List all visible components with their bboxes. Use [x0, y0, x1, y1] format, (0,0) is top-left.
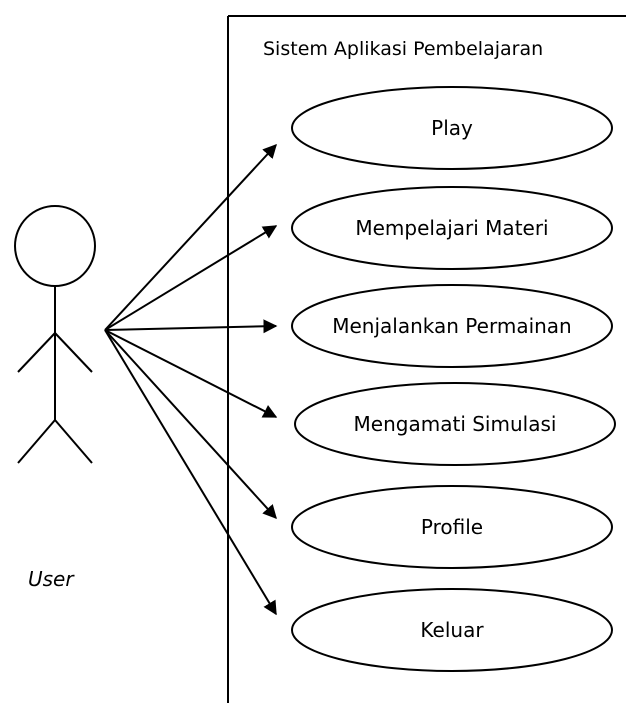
use-case-label: Keluar [420, 618, 484, 642]
use-case-label: Play [431, 116, 473, 140]
use-case-keluar: Keluar [291, 588, 613, 672]
use-case-label: Mengamati Simulasi [354, 412, 557, 436]
use-case-profile: Profile [291, 485, 613, 569]
use-case-label: Profile [421, 515, 483, 539]
system-boundary: Sistem Aplikasi Pembelajaran [227, 15, 626, 703]
use-case-menjalankan-permainan: Menjalankan Permainan [291, 284, 613, 368]
associations [104, 143, 278, 616]
stick-figure-icon [14, 205, 96, 464]
use-case-mengamati-simulasi: Mengamati Simulasi [294, 382, 616, 466]
association-mengamati-simulasi [104, 329, 278, 418]
actor-user: User [14, 205, 96, 591]
use-case-label: Menjalankan Permainan [332, 314, 571, 338]
actor-label: User [28, 567, 75, 591]
association-play [104, 143, 277, 331]
system-title: Sistem Aplikasi Pembelajaran [263, 38, 543, 60]
association-keluar [104, 329, 277, 616]
use-case-mempelajari-materi: Mempelajari Materi [291, 186, 613, 270]
use-case-play: Play [291, 86, 613, 170]
association-menjalankan-permainan [104, 319, 278, 334]
use-case-label: Mempelajari Materi [355, 216, 548, 240]
association-profile [104, 329, 277, 520]
association-mempelajari-materi [104, 225, 278, 331]
